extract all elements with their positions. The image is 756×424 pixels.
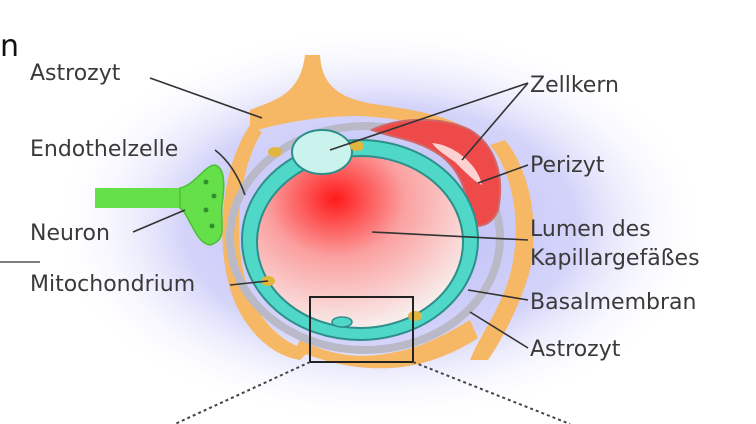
mitochondrion <box>408 311 422 321</box>
label-lumen-line1: Lumen des <box>530 217 651 242</box>
endothelial-nucleus <box>292 130 352 174</box>
label-endothelzelle: Endothelzelle <box>30 137 178 162</box>
neuron-vesicle <box>204 208 209 213</box>
mitochondrion <box>268 147 282 157</box>
label-astrozyt-bottom: Astrozyt <box>530 337 621 362</box>
label-zellkern: Zellkern <box>530 73 619 98</box>
label-lumen-line2: Kapillargefäßes <box>530 246 700 271</box>
junction-cell <box>332 317 352 327</box>
corner-text: n <box>0 29 19 64</box>
label-mitochondrium: Mitochondrium <box>30 272 195 297</box>
neuron-axon <box>95 188 180 208</box>
neuron-vesicle <box>210 224 215 229</box>
label-neuron: Neuron <box>30 221 110 246</box>
label-basalmembran: Basalmembran <box>530 290 696 315</box>
neuron-vesicle <box>212 194 217 199</box>
capillary-lumen <box>257 156 463 328</box>
label-astrozyt-top: Astrozyt <box>30 61 121 86</box>
neuron-vesicle <box>204 180 209 185</box>
label-perizyt: Perizyt <box>530 153 605 178</box>
